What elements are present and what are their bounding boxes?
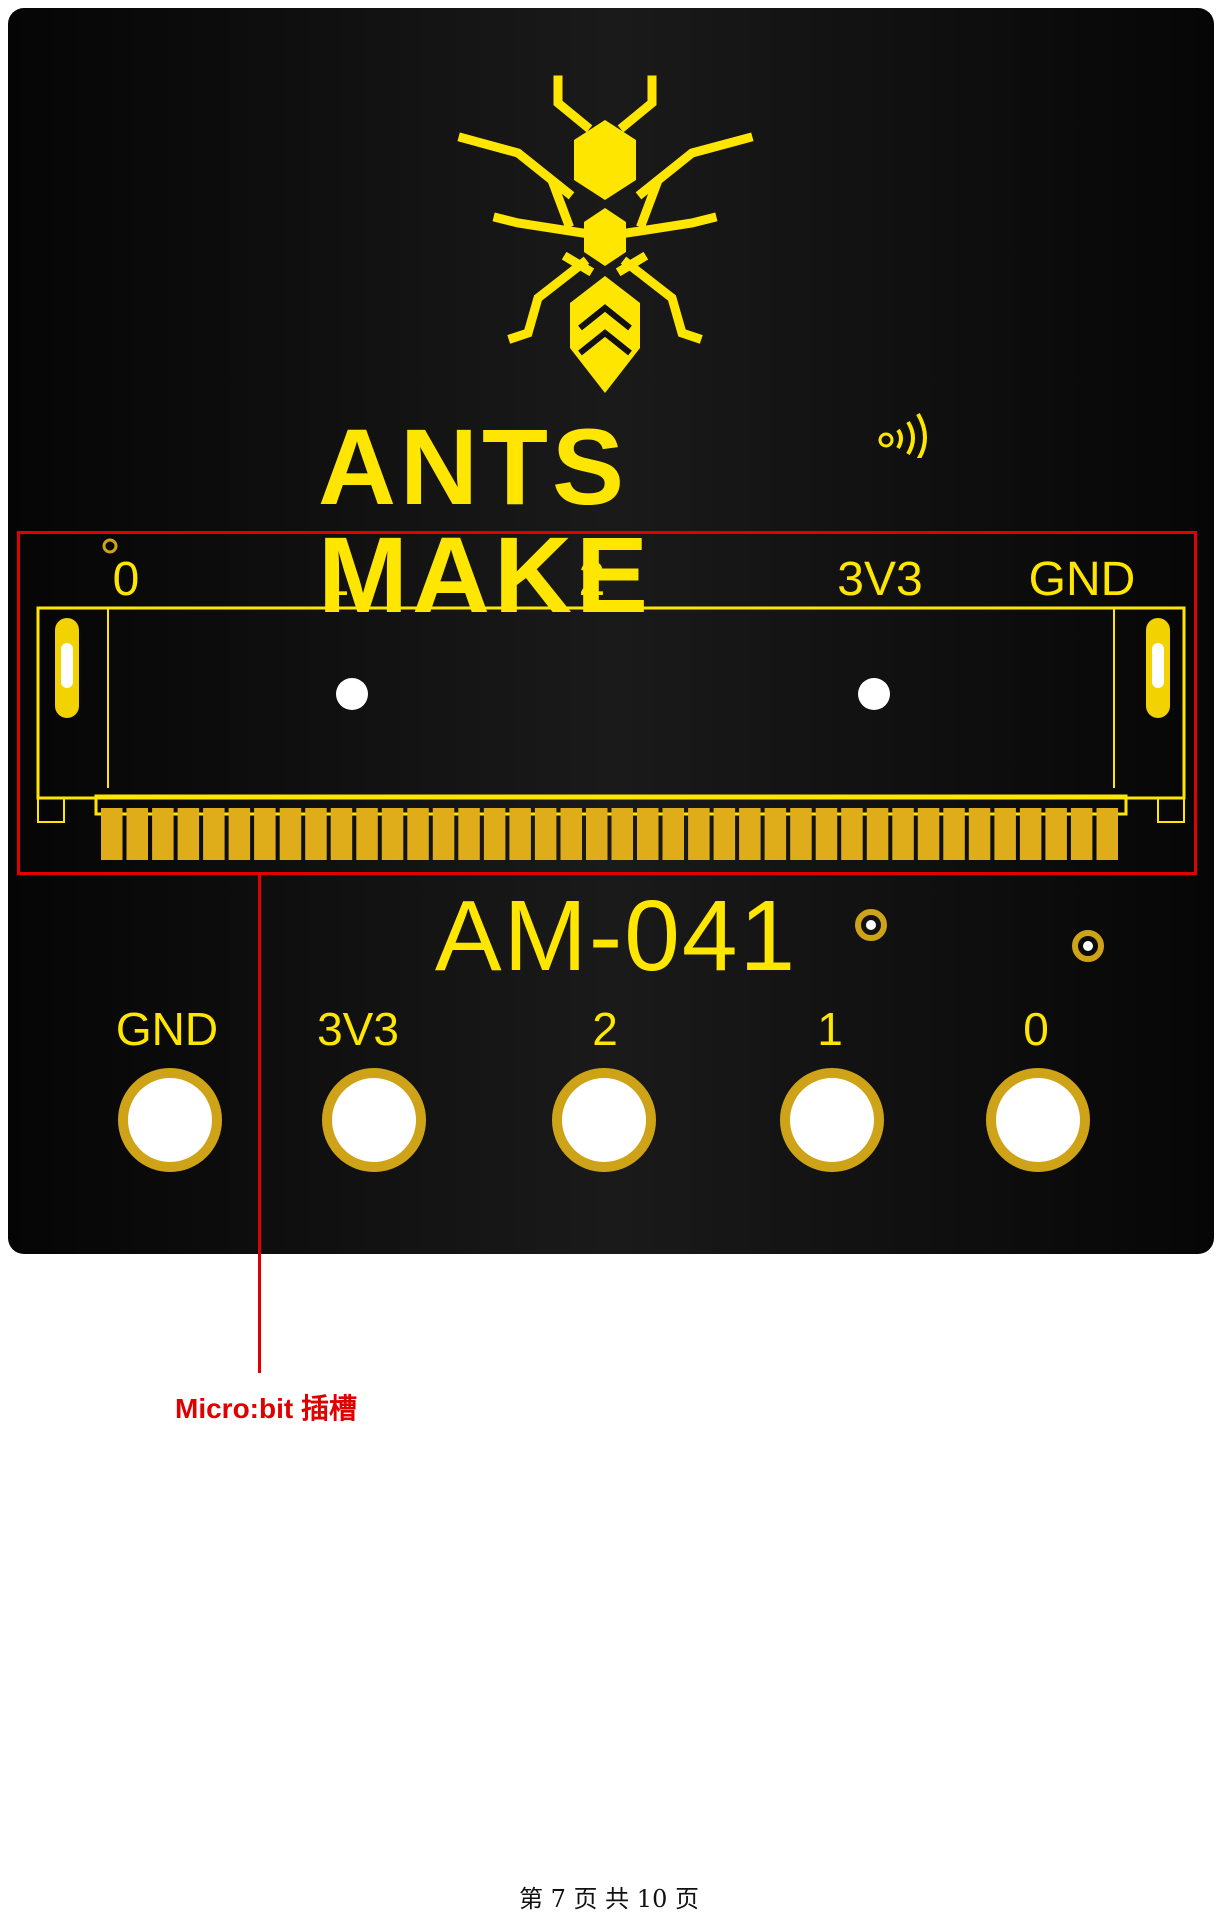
connector-finger [101, 808, 123, 860]
pad-label-3v3: 3V3 [317, 1003, 399, 1055]
connector-finger [1045, 808, 1067, 860]
connector-finger [177, 808, 200, 860]
ant-logo-icon [457, 75, 754, 344]
connector-finger [458, 808, 480, 860]
pad-label-0: 0 [1023, 1003, 1049, 1055]
connector-label-1: 1 [322, 553, 350, 606]
connector-finger [841, 808, 863, 860]
pad-label-gnd: GND [115, 1003, 219, 1055]
connector-finger [279, 808, 302, 860]
brand-name: ANTS MAKE [318, 406, 652, 635]
connector-finger [228, 808, 251, 860]
callout-line [258, 875, 261, 1373]
connector-finger [713, 808, 736, 860]
connector-finger [203, 808, 225, 860]
connector-finger [356, 808, 378, 860]
connector-finger [586, 808, 608, 860]
pad-label-1: 1 [817, 1003, 843, 1055]
connector-finger [943, 808, 965, 860]
connector-finger [764, 808, 787, 860]
connector-finger [330, 808, 353, 860]
connector-finger [381, 808, 404, 860]
connector-finger [1019, 808, 1042, 860]
connector-finger [1096, 808, 1118, 860]
pad-2 [552, 1068, 656, 1172]
connector-label-3v3: 3V3 [837, 553, 923, 606]
connector-finger [917, 808, 940, 860]
connector-finger [152, 808, 174, 860]
microbit-slot-highlight [17, 531, 1197, 875]
connector-finger [892, 808, 914, 860]
page-footer: 第 7 页 共 10 页 [519, 1885, 699, 1913]
microbit-edge-connector [36, 538, 1186, 860]
connector-finger [483, 808, 506, 860]
connector-finger [611, 808, 633, 860]
model-number: AM-041 [434, 880, 798, 992]
connector-finger [790, 808, 812, 860]
wifi-signal-icon [878, 412, 927, 458]
connector-finger [407, 808, 429, 860]
connector-finger [815, 808, 838, 860]
connector-label-gnd: GND [1028, 553, 1136, 606]
connector-finger [662, 808, 684, 860]
connector-finger [739, 808, 761, 860]
connector-finger [866, 808, 889, 860]
pad-0 [986, 1068, 1090, 1172]
connector-label-2: 2 [578, 553, 606, 606]
connector-finger [688, 808, 710, 860]
pcb-board: ANTS MAKE 0 1 2 3V3 GND AM-041 GND 3V3 2… [8, 8, 1214, 1254]
connector-finger [560, 808, 582, 860]
pad-1 [780, 1068, 884, 1172]
connector-finger [509, 808, 531, 860]
pad-label-2: 2 [592, 1003, 618, 1055]
connector-finger [994, 808, 1016, 860]
connector-finger [637, 808, 659, 860]
board-artwork [36, 75, 1186, 962]
connector-finger [1070, 808, 1093, 860]
connector-finger [305, 808, 327, 860]
connector-finger [254, 808, 276, 860]
connector-finger [534, 808, 557, 860]
connector-finger [968, 808, 991, 860]
microbit-slot-label: Micro:bit 插槽 [175, 1393, 357, 1424]
pad-gnd [118, 1068, 222, 1172]
connector-finger [432, 808, 455, 860]
pad-3v3 [322, 1068, 426, 1172]
connector-finger [126, 808, 148, 860]
connector-label-0: 0 [112, 553, 140, 606]
